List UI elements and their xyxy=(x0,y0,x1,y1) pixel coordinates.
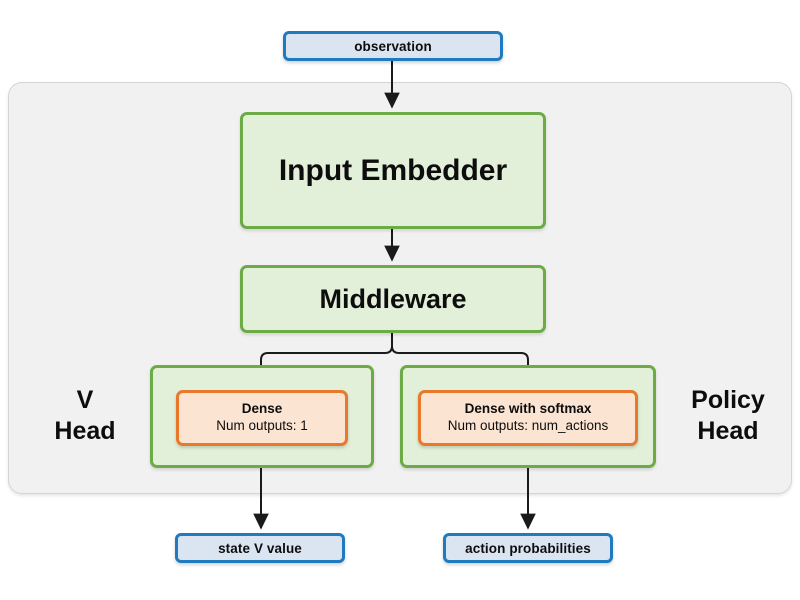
action-probabilities-node[interactable]: action probabilities xyxy=(443,533,613,563)
v-head-dense-node[interactable]: Dense Num outputs: 1 xyxy=(176,390,348,446)
arrow-middleware-to-policy-head xyxy=(391,333,536,387)
policy-head-label: Policy Head xyxy=(691,386,765,445)
policy-head-dense-subtitle: Num outputs: num_actions xyxy=(447,418,609,433)
v-head-label: V Head xyxy=(54,386,116,445)
input-embedder-node[interactable]: Input Embedder xyxy=(240,112,546,229)
policy-head-dense-title: Dense with softmax xyxy=(464,401,592,417)
state-v-value-node[interactable]: state V value xyxy=(175,533,345,563)
v-head-dense-subtitle: Num outputs: 1 xyxy=(216,418,308,433)
policy-head-dense-node[interactable]: Dense with softmax Num outputs: num_acti… xyxy=(418,390,638,446)
observation-node[interactable]: observation xyxy=(283,31,503,61)
v-head-dense-title: Dense xyxy=(241,401,283,417)
middleware-node[interactable]: Middleware xyxy=(240,265,546,333)
